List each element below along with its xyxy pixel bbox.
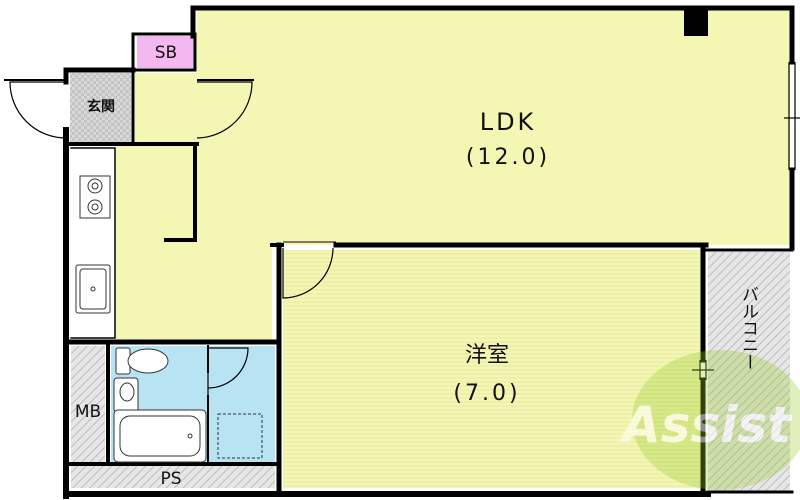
- balcony-area: [708, 252, 790, 492]
- ps-label: PS: [160, 469, 181, 489]
- shoebox-label: SB: [155, 43, 177, 63]
- ps-area: [71, 466, 275, 488]
- hallway-floor: [135, 73, 197, 143]
- kitchen-sink: [75, 264, 111, 314]
- western-room-label: 洋室: [465, 343, 509, 368]
- shoebox-area: [137, 36, 195, 68]
- pillar-small: [684, 10, 696, 20]
- washing-machine-space: [217, 413, 263, 459]
- stove: [79, 175, 111, 219]
- walls: [63, 5, 795, 499]
- assist-logo: Assist: [618, 350, 800, 490]
- windows: [692, 62, 800, 380]
- ldk-size: (12.0): [466, 145, 550, 170]
- western-room-size: (7.0): [453, 381, 520, 406]
- ldk-label: LDK: [480, 108, 537, 136]
- doors: [4, 79, 336, 396]
- balcony-label: バルコニー: [738, 286, 758, 371]
- washbasin: [113, 377, 139, 413]
- ldk-floor: [116, 10, 790, 340]
- entrance-label: 玄関: [87, 98, 115, 115]
- western-room-floor: [283, 250, 701, 488]
- watermark-text: Assist: [618, 396, 793, 454]
- mb-label: MB: [75, 402, 101, 422]
- toilet: [115, 347, 169, 375]
- bathtub: [113, 409, 207, 463]
- mb-area: [71, 346, 105, 462]
- entrance-floor: [70, 73, 131, 142]
